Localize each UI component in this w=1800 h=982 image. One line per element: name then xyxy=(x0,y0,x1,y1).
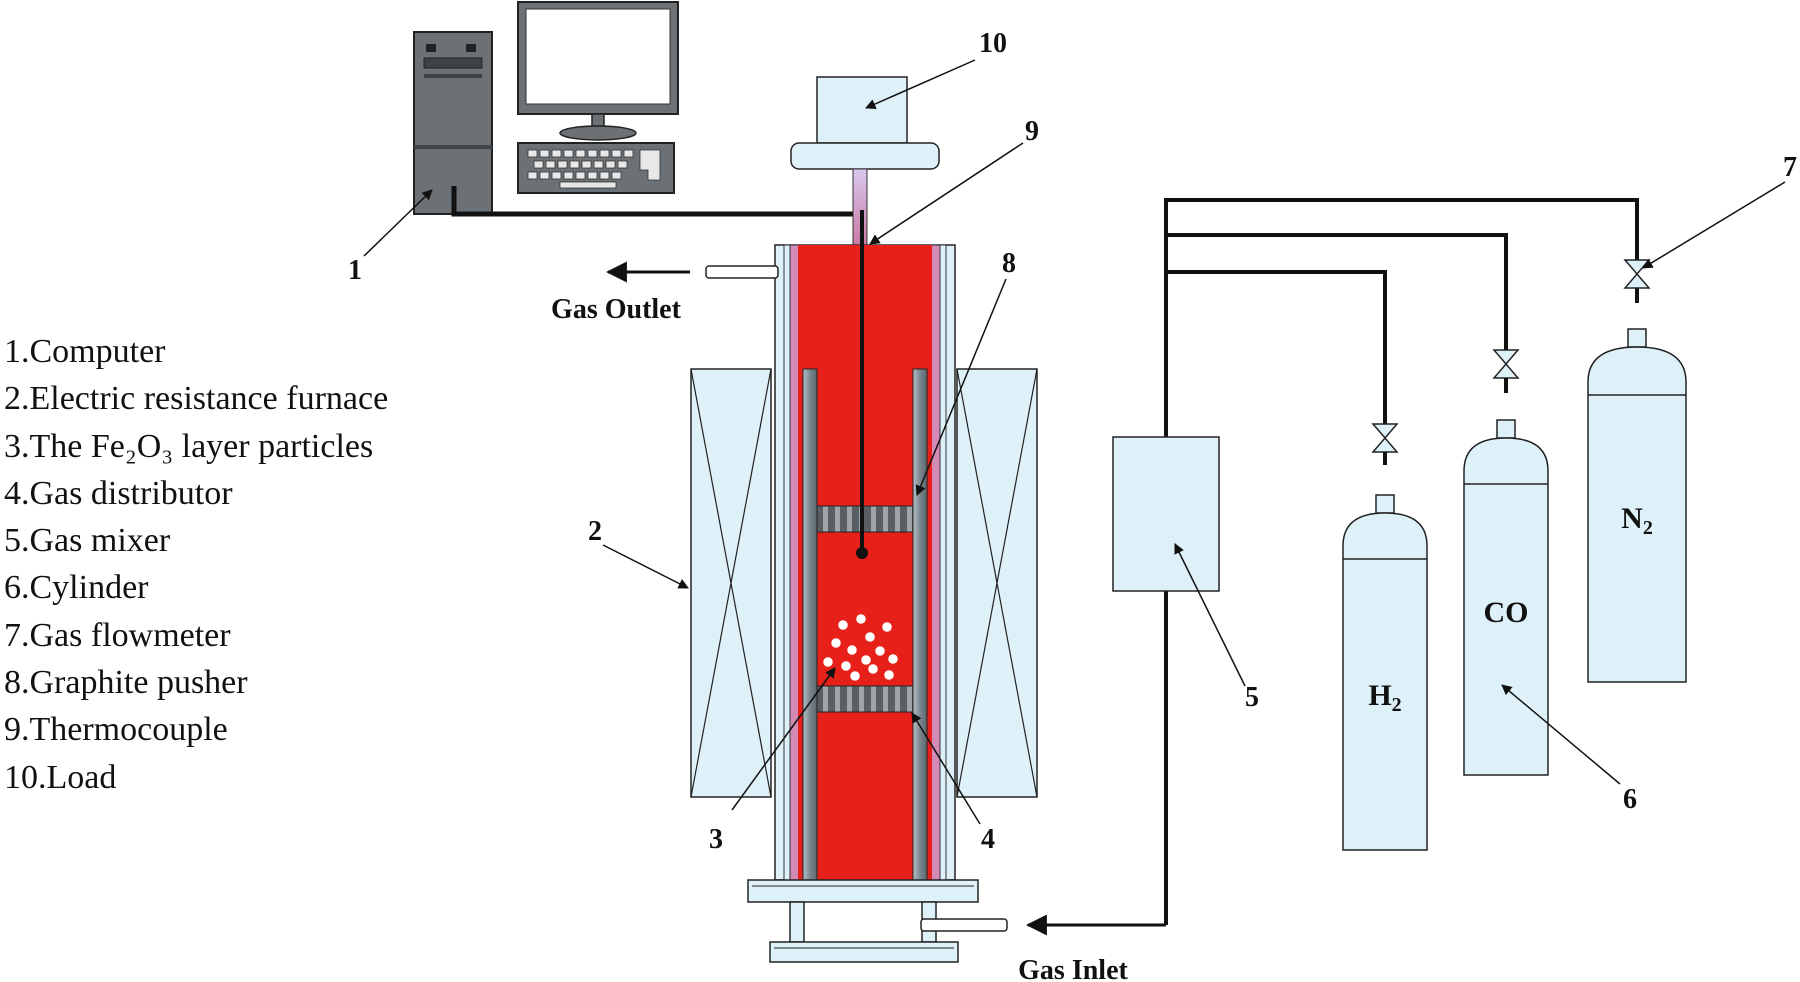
label-3: 3 xyxy=(709,824,723,855)
cylinder-co-label: CO xyxy=(1484,596,1529,629)
cylinder-n2 xyxy=(1587,328,1687,683)
label-8: 8 xyxy=(1002,248,1016,279)
gas-outlet-pipe xyxy=(705,265,779,279)
legend-item-load: 10.Load xyxy=(4,758,117,796)
legend-list: 1.Computer 2.Electric resistance furnace… xyxy=(4,328,388,801)
gas-outlet-label: Gas Outlet xyxy=(551,294,682,325)
leader-lines xyxy=(363,59,1786,825)
cylinder-h2 xyxy=(1342,494,1428,851)
legend-item-thermocouple: 9.Thermocouple xyxy=(4,711,228,749)
load-weight xyxy=(790,76,940,170)
flowmeter-h2-icon xyxy=(1371,423,1399,465)
gas-mixer xyxy=(1112,436,1220,592)
electric-furnace xyxy=(690,368,1038,798)
label-5: 5 xyxy=(1245,682,1259,713)
label-4: 4 xyxy=(981,824,995,855)
legend-item-computer: 1.Computer xyxy=(4,333,166,370)
label-2: 2 xyxy=(588,516,602,547)
label-9: 9 xyxy=(1025,116,1039,147)
reactor-vessel xyxy=(774,210,956,881)
gas-distributor xyxy=(816,685,914,713)
legend-item-fe2o3-layer: 3.The Fe₂O₃ layer particles xyxy=(4,427,374,465)
cylinder-n2-label: N2 xyxy=(1621,502,1653,539)
cylinder-h2-label: H2 xyxy=(1368,679,1401,716)
computer-icon xyxy=(413,1,679,215)
graphite-pusher xyxy=(816,505,914,533)
label-7: 7 xyxy=(1783,152,1797,183)
legend-item-graphite-pusher: 8.Graphite pusher xyxy=(4,664,248,702)
label-10: 10 xyxy=(979,28,1007,59)
legend-item-cylinder: 6.Cylinder xyxy=(4,569,149,607)
gas-inlet-pipe xyxy=(920,918,1008,932)
fe2o3-particles xyxy=(822,613,899,682)
legend-item-flowmeter: 7.Gas flowmeter xyxy=(4,616,231,654)
cylinder-co xyxy=(1463,419,1549,776)
legend-item-gas-mixer: 5.Gas mixer xyxy=(4,522,171,560)
label-6: 6 xyxy=(1623,784,1637,815)
flowmeter-co-icon xyxy=(1492,349,1520,393)
reactor-base xyxy=(747,879,979,963)
legend-item-gas-distributor: 4.Gas distributor xyxy=(4,474,233,512)
legend-item-furnace: 2.Electric resistance furnace xyxy=(4,380,389,418)
label-1: 1 xyxy=(348,255,362,286)
gas-lines xyxy=(1164,198,1639,925)
gas-inlet-label: Gas Inlet xyxy=(1018,955,1128,982)
